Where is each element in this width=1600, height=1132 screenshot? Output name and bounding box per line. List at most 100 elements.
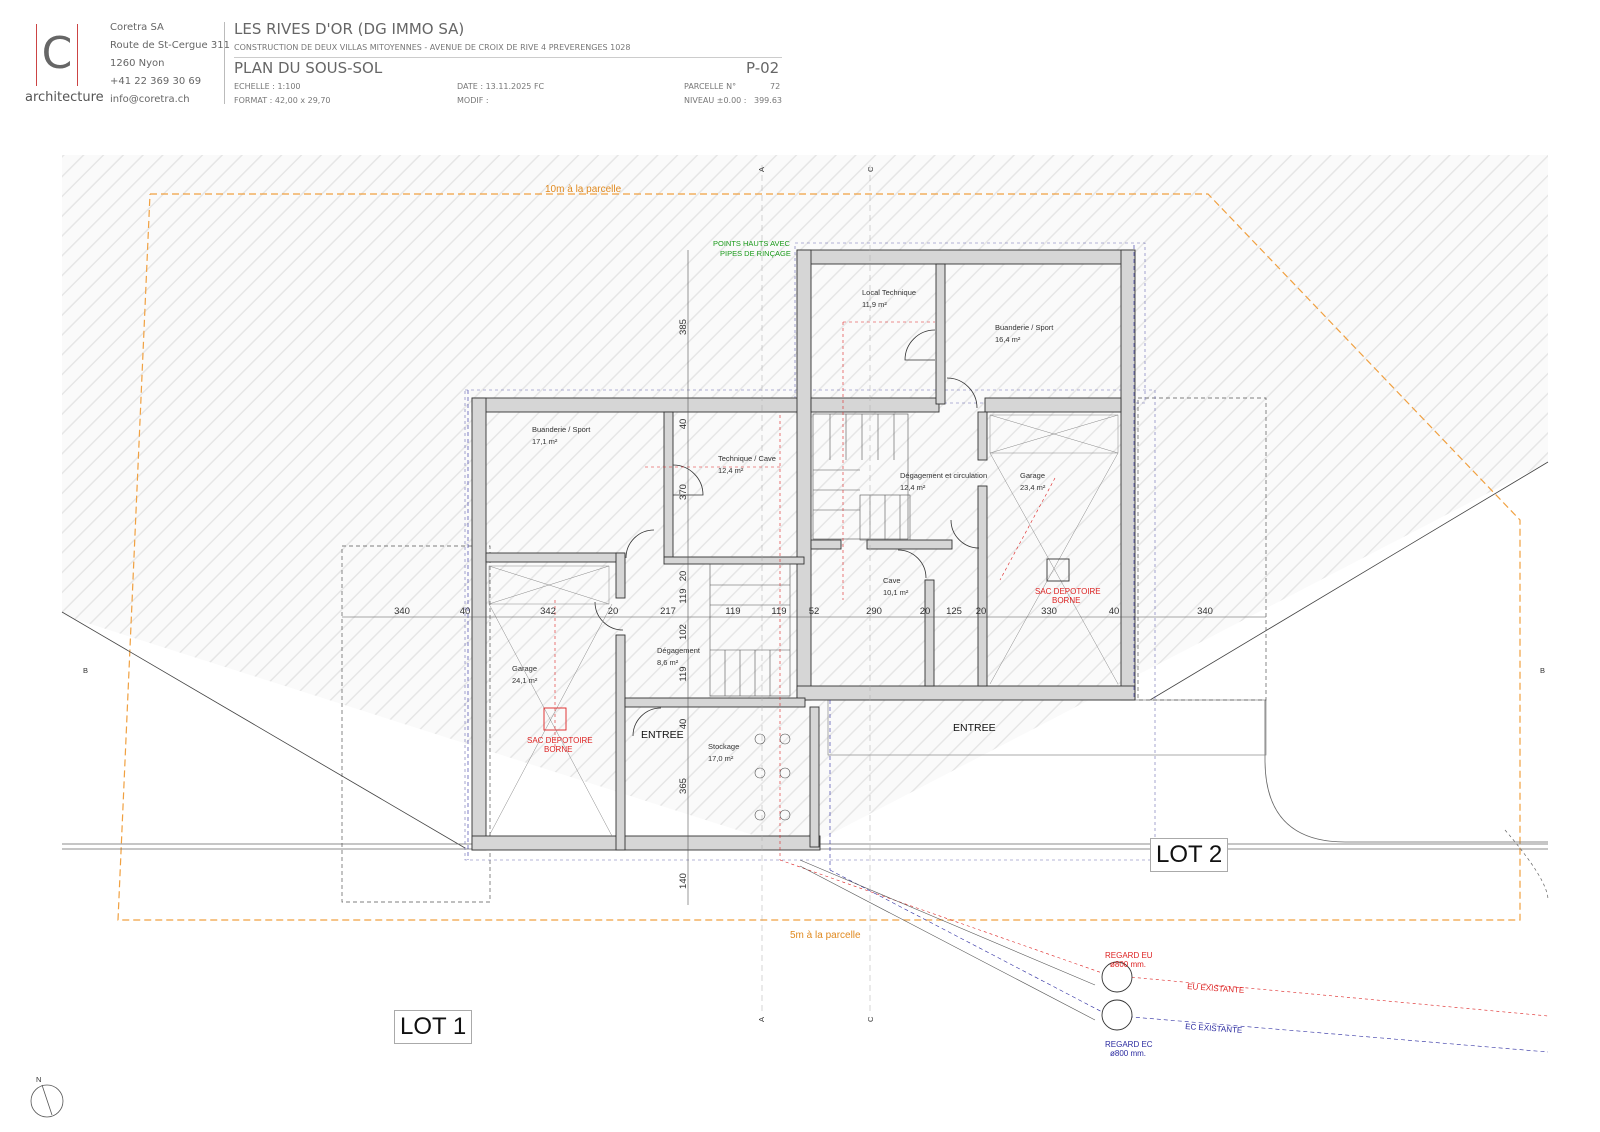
room-garage-left: Garage bbox=[512, 664, 537, 673]
parcel-label: PARCELLE N° bbox=[684, 82, 737, 91]
dimension-h-7: 52 bbox=[809, 606, 820, 617]
room-cave: Cave bbox=[883, 576, 901, 585]
dimension-v-9: 140 bbox=[678, 873, 689, 889]
room-degagement-area: 8,6 m² bbox=[657, 658, 679, 667]
room-cave-area: 10,1 m² bbox=[883, 588, 909, 597]
north-arrow-needle bbox=[41, 1084, 53, 1116]
doors bbox=[594, 329, 980, 737]
dimension-h-8: 290 bbox=[866, 606, 882, 617]
dimension-h-3: 20 bbox=[608, 606, 619, 617]
dimension-v-6: 119 bbox=[678, 666, 689, 681]
section-b-left: B bbox=[83, 666, 88, 675]
limit-10m-label: 10m à la parcelle bbox=[545, 184, 622, 195]
plan-number: P-02 bbox=[746, 59, 780, 77]
dimension-h-1: 40 bbox=[460, 606, 471, 617]
room-buanderie-right: Buanderie / Sport bbox=[995, 323, 1054, 332]
company-name: Coretra SA bbox=[110, 22, 164, 33]
dimension-h-2: 342 bbox=[540, 606, 556, 617]
room-buanderie-left: Buanderie / Sport bbox=[532, 425, 591, 434]
dimension-h-13: 40 bbox=[1109, 606, 1120, 617]
dimension-h-10: 125 bbox=[946, 606, 962, 617]
room-degagement: Dégagement bbox=[657, 646, 701, 655]
project-title: LES RIVES D'OR (DG IMMO SA) bbox=[234, 20, 465, 38]
dimension-h-11: 20 bbox=[976, 606, 987, 617]
dimension-h-6: 119 bbox=[771, 606, 786, 617]
excavation-left bbox=[341, 545, 491, 903]
regard-ec-line1: REGARD EC bbox=[1105, 1040, 1153, 1049]
sac-depotoire-right-line1: SAC DEPOTOIRE bbox=[1035, 587, 1101, 596]
parcel-value: 72 bbox=[770, 82, 781, 91]
room-buanderie-right-area: 16,4 m² bbox=[995, 335, 1021, 344]
company-phone: +41 22 369 30 69 bbox=[110, 76, 202, 87]
regard-ec-circle bbox=[1101, 999, 1133, 1031]
section-b-right: B bbox=[1540, 666, 1545, 675]
limit-5m-label: 5m à la parcelle bbox=[790, 930, 861, 941]
north-label: N bbox=[36, 1075, 41, 1084]
room-garage-right-area: 23,4 m² bbox=[1020, 483, 1046, 492]
dimension-h-0: 340 bbox=[394, 606, 410, 617]
excavation-right bbox=[1137, 397, 1267, 701]
room-stockage-area: 17,0 m² bbox=[708, 754, 734, 763]
ec-existante-label: EC EXISTANTE bbox=[1185, 1022, 1243, 1035]
garage-crossings bbox=[488, 414, 1119, 837]
dimension-v-8: 365 bbox=[678, 778, 689, 794]
project-subtitle: CONSTRUCTION DE DEUX VILLAS MITOYENNES -… bbox=[234, 43, 631, 52]
room-technique-cave-area: 12,4 m² bbox=[718, 466, 744, 475]
dimension-v-7: 40 bbox=[678, 719, 689, 730]
section-a-bottom: A bbox=[757, 1017, 766, 1022]
rinse-points-line2: PIPES DE RINÇAGE bbox=[720, 249, 791, 258]
room-buanderie-left-area: 17,1 m² bbox=[532, 437, 558, 446]
dimension-h-12: 330 bbox=[1041, 606, 1057, 617]
dimension-v-1: 40 bbox=[678, 419, 689, 430]
section-a-top: A bbox=[757, 167, 766, 172]
room-local-technique: Local Technique bbox=[862, 288, 916, 297]
eu-existante-label: EU EXISTANTE bbox=[1187, 982, 1245, 995]
room-garage-left-area: 24,1 m² bbox=[512, 676, 538, 685]
format-field: FORMAT : 42,00 x 29,70 bbox=[234, 96, 331, 105]
title-rule bbox=[234, 57, 782, 58]
sac-depotoire-left-line1: SAC DEPOTOIRE bbox=[527, 736, 593, 745]
north-arrow-circle bbox=[30, 1084, 64, 1118]
sac-depotoire-right bbox=[1046, 558, 1070, 582]
stairs bbox=[709, 413, 911, 697]
walls bbox=[471, 249, 1136, 851]
modif-field: MODIF : bbox=[457, 96, 489, 105]
dimension-v-0: 385 bbox=[678, 319, 689, 335]
dimension-h-5: 119 bbox=[725, 606, 740, 617]
logo-mark: C bbox=[36, 24, 78, 86]
section-c-top: C bbox=[866, 166, 875, 172]
sac-depotoire-left-line2: BORNE bbox=[544, 745, 572, 754]
boundary-line-left bbox=[61, 611, 466, 849]
company-street: Route de St-Cergue 311 bbox=[110, 40, 230, 51]
entree-left: ENTREE bbox=[641, 729, 684, 741]
sac-depotoire-right-line2: BORNE bbox=[1052, 596, 1080, 605]
ec-lines bbox=[467, 245, 1549, 1053]
dimension-h-4: 217 bbox=[660, 606, 676, 617]
dimension-h-9: 20 bbox=[920, 606, 931, 617]
room-degagement-circ-area: 12,4 m² bbox=[900, 483, 926, 492]
regard-eu-line2: ø800 mm. bbox=[1110, 960, 1146, 969]
room-technique-cave: Technique / Cave bbox=[718, 454, 776, 463]
lot-2-label: LOT 2 bbox=[1150, 838, 1229, 872]
entree-right: ENTREE bbox=[953, 722, 996, 734]
room-degagement-circ: Dégagement et circulation bbox=[900, 471, 987, 480]
logo-letter: C bbox=[41, 28, 73, 79]
scale-field: ECHELLE : 1:100 bbox=[234, 82, 301, 91]
dimension-v-2: 370 bbox=[678, 484, 689, 500]
logo-word: architecture bbox=[25, 90, 104, 105]
driveway-curve-dashed bbox=[1504, 829, 1549, 901]
date-field: DATE : 13.11.2025 FC bbox=[457, 82, 545, 91]
dimension-v-4: 119 bbox=[678, 588, 689, 603]
regard-lines bbox=[799, 859, 1096, 1021]
room-local-technique-area: 11,9 m² bbox=[862, 300, 887, 309]
room-garage-right: Garage bbox=[1020, 471, 1045, 480]
excavation-top bbox=[794, 242, 1146, 404]
company-city: 1260 Nyon bbox=[110, 58, 165, 69]
header-separator bbox=[224, 22, 225, 104]
room-stockage: Stockage bbox=[708, 742, 739, 751]
level-label: NIVEAU ±0.00 : bbox=[684, 96, 747, 105]
regard-ec-line2: ø800 mm. bbox=[1110, 1049, 1146, 1058]
